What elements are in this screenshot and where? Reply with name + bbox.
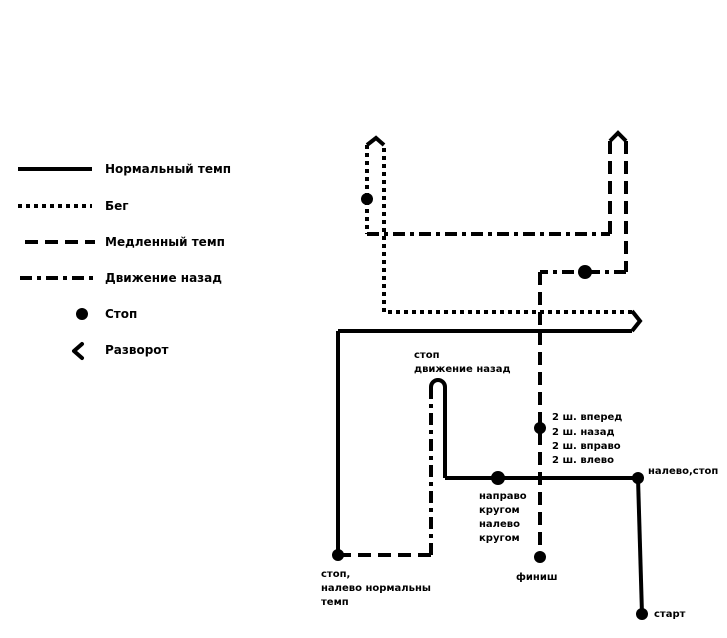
label-steps-1: 2 ш. вперед (552, 412, 622, 423)
legend-slow-label: Медленный темп (105, 235, 225, 249)
label-steps-4: 2 ш. влево (552, 455, 614, 466)
label-steps-3: 2 ш. вправо (552, 441, 621, 452)
legend-back-label: Движение назад (105, 271, 222, 285)
stops (332, 193, 648, 620)
label-stop-back-2: движение назад (414, 364, 511, 375)
legend-stop-icon (76, 308, 88, 320)
label-stop-back-1: стоп (414, 350, 440, 361)
route-start-up (636, 477, 644, 615)
label-turns-3: налево (479, 519, 520, 530)
legend-run-label: Бег (105, 199, 129, 213)
label-turns-1: направо (479, 491, 527, 502)
annotations: старт налево,стоп направо кругом налево … (321, 350, 718, 620)
label-turns-4: кругом (479, 533, 520, 544)
stop-steps (534, 422, 546, 434)
legend-uturn-label: Разворот (105, 343, 169, 357)
route-uturn-loop (429, 378, 447, 388)
stop-left-stop (632, 472, 644, 484)
label-steps-2: 2 ш. назад (552, 427, 615, 438)
label-left-stop: налево,стоп (648, 466, 718, 477)
stop-run (361, 193, 373, 205)
legend-uturn-icon (72, 342, 84, 360)
route-uturn-top-right (608, 130, 628, 143)
route-uturn-top (365, 135, 386, 147)
stop-bottom-left (332, 549, 344, 561)
stop-finish (534, 551, 546, 563)
legend-stop-label: Стоп (105, 307, 137, 321)
legend: Нормальный темп Бег Медленный темп Движе… (18, 162, 231, 360)
label-turns-2: кругом (479, 505, 520, 516)
legend-normal-label: Нормальный темп (105, 162, 231, 176)
label-finish: финиш (516, 571, 557, 583)
stop-start (636, 608, 648, 620)
label-bottom-left-3: темп (321, 597, 349, 608)
label-bottom-left-2: налево нормальны (321, 583, 431, 594)
label-start: старт (654, 609, 686, 620)
label-bottom-left-1: стоп, (321, 569, 350, 580)
stop-back-right (578, 265, 592, 279)
stop-turns (491, 471, 505, 485)
route-uturn-right (630, 309, 643, 333)
